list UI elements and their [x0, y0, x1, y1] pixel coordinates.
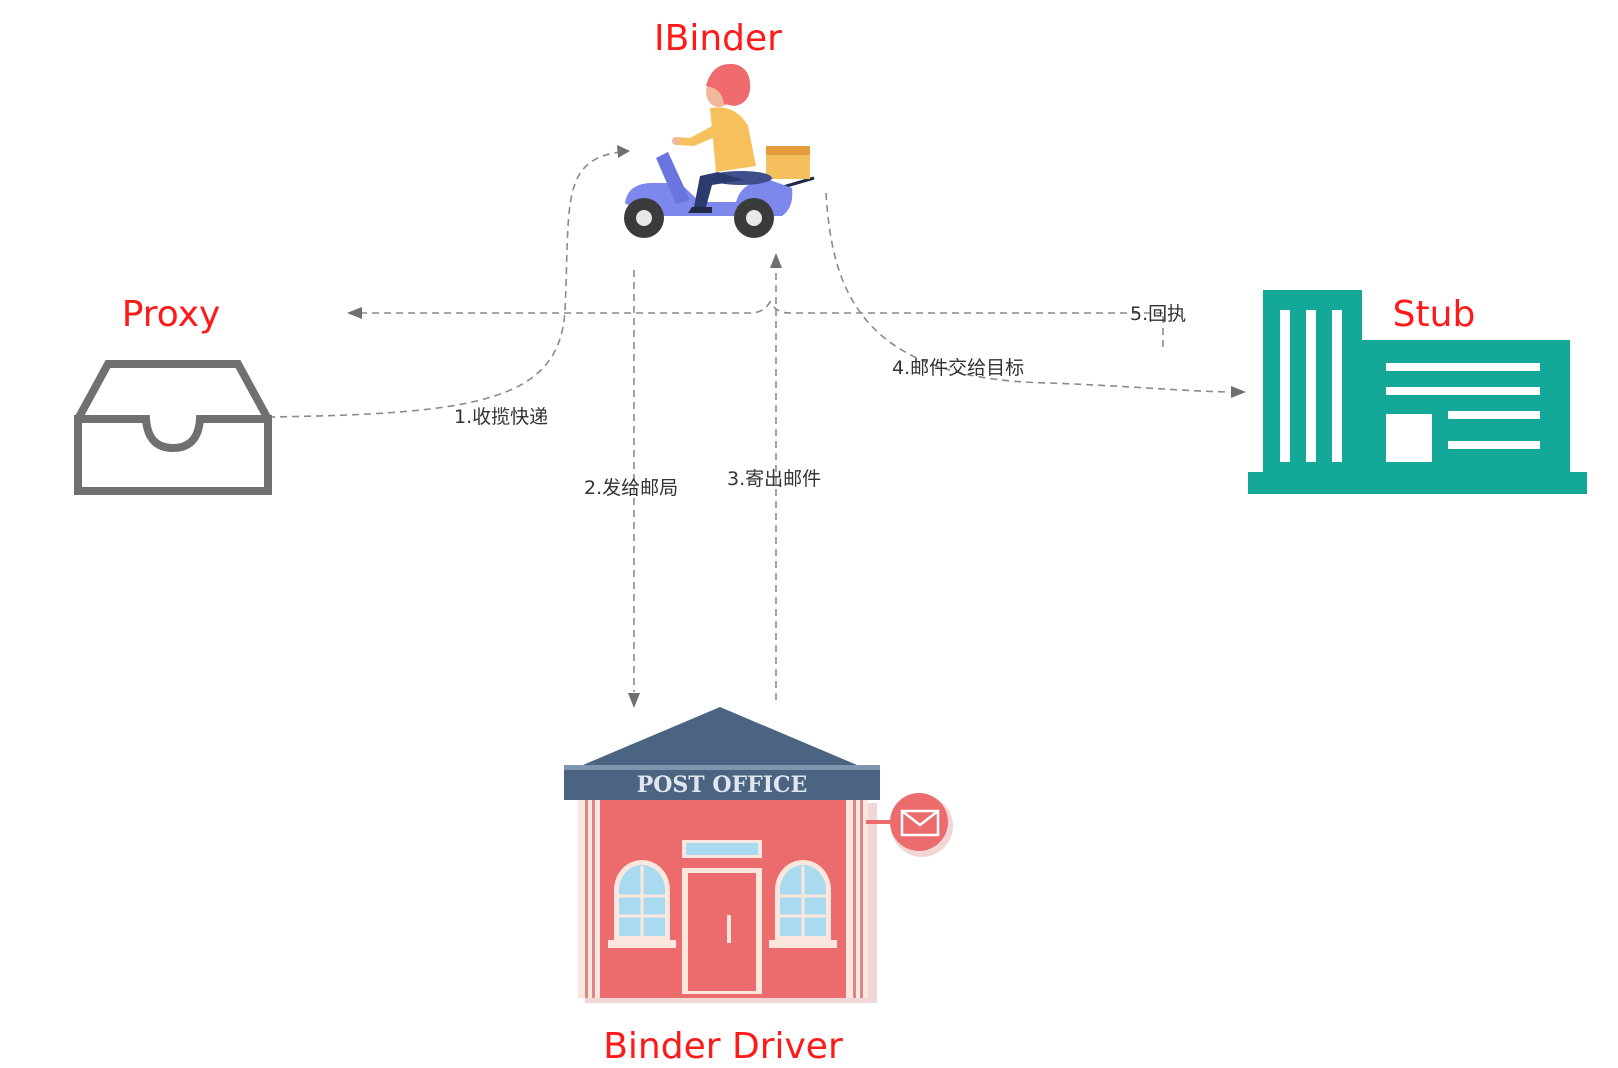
- edge-ship-mail: [770, 253, 782, 700]
- edge-label-3: 3.寄出邮件: [727, 468, 821, 490]
- edge-line: [267, 151, 621, 418]
- edge-receipt: [347, 300, 1164, 347]
- arrowhead: [1231, 386, 1246, 398]
- post-office-icon: POST OFFICE: [564, 707, 953, 1003]
- edge-line: [362, 300, 1163, 314]
- binder-driver-title: Binder Driver: [603, 1026, 843, 1067]
- envelope-icon: [900, 809, 940, 837]
- post-office-sign: POST OFFICE: [637, 772, 808, 798]
- ibinder-title: IBinder: [654, 18, 782, 59]
- arrowhead: [617, 145, 630, 158]
- edge-line: [825, 192, 1231, 393]
- arrowhead: [770, 253, 782, 268]
- arrowhead: [347, 307, 362, 319]
- edge-label-5: 5.回执: [1130, 303, 1186, 325]
- office-building-icon: [1248, 290, 1587, 494]
- edge-label-1: 1.收揽快递: [454, 406, 548, 428]
- inbox-tray-icon: [74, 360, 272, 495]
- edge-deliver-to-target: [825, 192, 1246, 398]
- edge-send-to-post-office: [628, 270, 640, 708]
- edge-collect-parcel: [267, 145, 630, 418]
- edge-label-4: 4.邮件交给目标: [892, 357, 1024, 379]
- arrowhead: [628, 693, 640, 708]
- scooter-courier-icon: [624, 63, 815, 238]
- proxy-title: Proxy: [122, 294, 221, 335]
- stub-title: Stub: [1393, 294, 1476, 335]
- edge-label-2: 2.发给邮局: [584, 477, 678, 499]
